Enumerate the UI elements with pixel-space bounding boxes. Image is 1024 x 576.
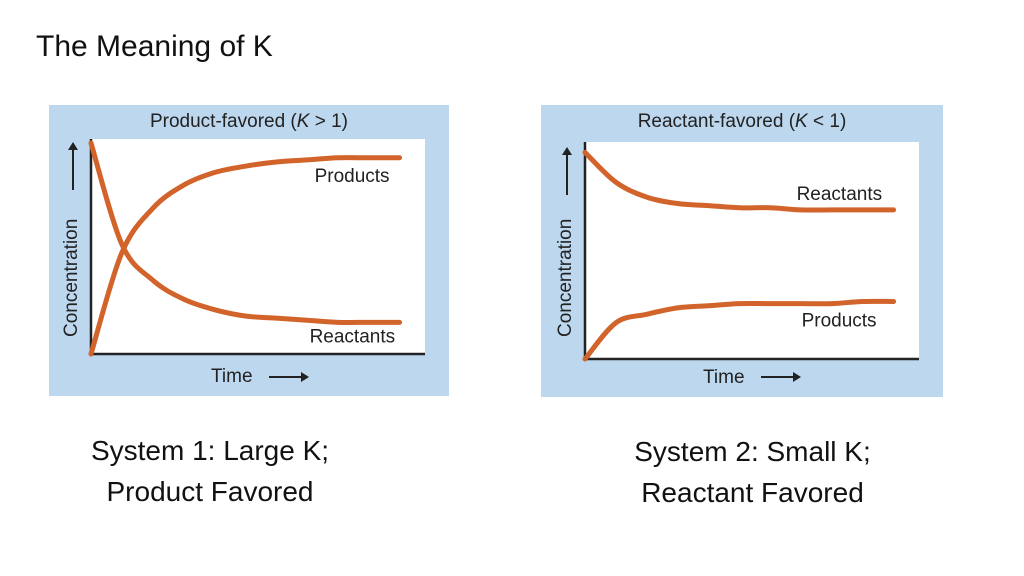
y-axis-arrow — [562, 147, 572, 195]
caption-line: System 2: Small K; — [634, 436, 871, 467]
slide-title: The Meaning of K — [36, 30, 273, 63]
chart-title: Product-favored (K > 1) — [149, 111, 349, 132]
x-axis-arrow — [761, 372, 801, 382]
chart-panel-product-favored: Product-favored (K > 1) Concentration Pr… — [49, 105, 449, 396]
caption-line: Reactant Favored — [641, 477, 864, 508]
series-label-reactants: Reactants — [310, 326, 396, 347]
x-axis-label: Time — [211, 366, 253, 387]
caption-line: System 1: Large K; — [90, 435, 330, 466]
caption-system-2: System 2: Small K; Reactant Favored — [600, 431, 905, 513]
caption-line: Product Favored — [106, 476, 314, 507]
x-axis-arrow — [269, 372, 309, 382]
series-line-reactants — [582, 149, 897, 213]
y-axis-label: Concentration — [555, 218, 576, 337]
caption-system-1: System 1: Large K; Product Favored — [60, 430, 360, 512]
series-label-products: Products — [802, 310, 877, 331]
series-line-reactants — [88, 140, 403, 326]
series-label-reactants: Reactants — [797, 184, 883, 205]
series-line-products — [88, 155, 403, 357]
series-line-products — [582, 298, 897, 362]
y-axis-arrow — [68, 142, 78, 190]
chart-panel-reactant-favored: Reactant-favored (K < 1) Concentration R… — [541, 105, 943, 397]
y-axis-label: Concentration — [61, 218, 82, 337]
chart-title: Reactant-favored (K < 1) — [637, 111, 847, 132]
x-axis-label: Time — [703, 367, 745, 388]
series-label-products: Products — [315, 166, 390, 187]
